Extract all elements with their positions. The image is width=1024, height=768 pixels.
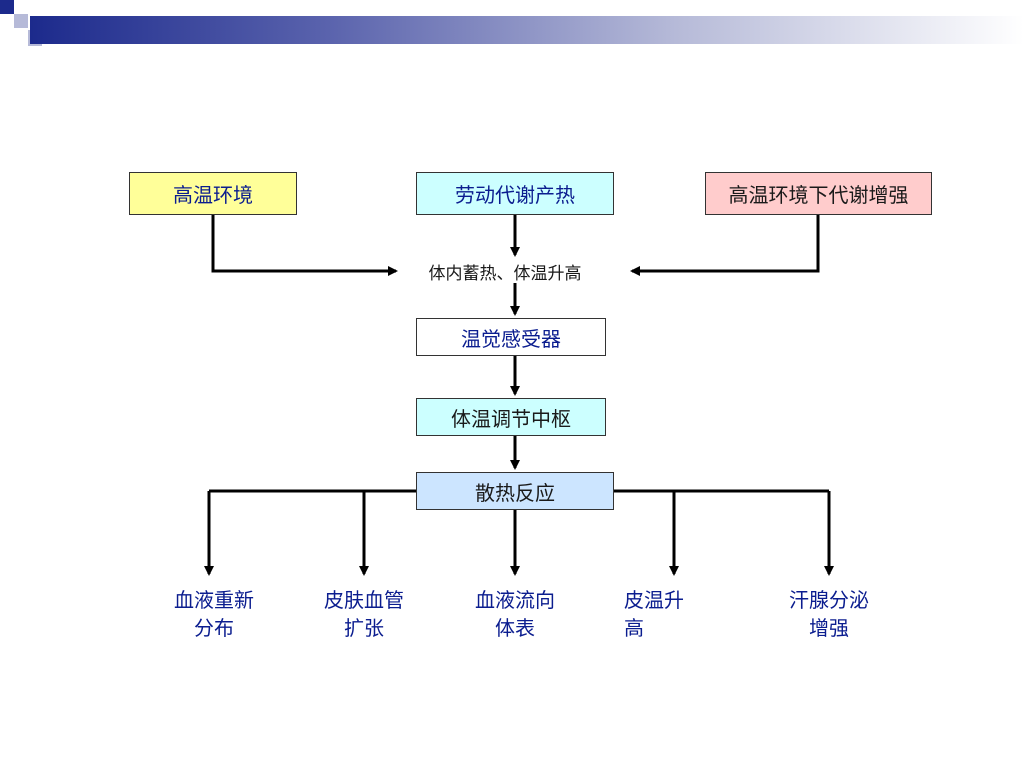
node-heat-dissipation-response: 散热反应 [416,472,614,510]
node-metabolism-increase: 高温环境下代谢增强 [705,172,932,215]
node-thermoregulation-center: 体温调节中枢 [416,398,606,436]
response-line: 体表 [495,616,535,640]
arrow-env-to-storage [211,215,398,276]
response-skin-temp-rise: 皮温升 高 [624,586,704,642]
response-blood-redistribution: 血液重新 分布 [159,586,269,642]
header-square [14,14,28,28]
node-heat-storage-temp-rise: 体内蓄热、体温升高 [428,263,582,284]
node-thermoreceptor: 温觉感受器 [416,318,606,356]
arrow-metabolism-to-storage [630,215,820,276]
response-line: 分布 [194,616,234,640]
header-gradient-band [30,16,1024,44]
response-line: 皮温升 [624,588,684,612]
response-sweat-increase: 汗腺分泌 增强 [774,586,884,642]
response-line: 血液重新 [174,588,254,612]
node-high-temp-environment: 高温环境 [129,172,297,215]
response-blood-to-surface: 血液流向 体表 [460,586,570,642]
response-line: 扩张 [344,616,384,640]
header-square [0,0,14,14]
response-line: 皮肤血管 [324,588,404,612]
response-line: 增强 [809,616,849,640]
response-line: 汗腺分泌 [789,588,869,612]
response-skin-vasodilation: 皮肤血管 扩张 [309,586,419,642]
response-line: 血液流向 [475,588,555,612]
node-labor-metabolism-heat: 劳动代谢产热 [416,172,614,215]
response-line: 高 [624,616,644,640]
